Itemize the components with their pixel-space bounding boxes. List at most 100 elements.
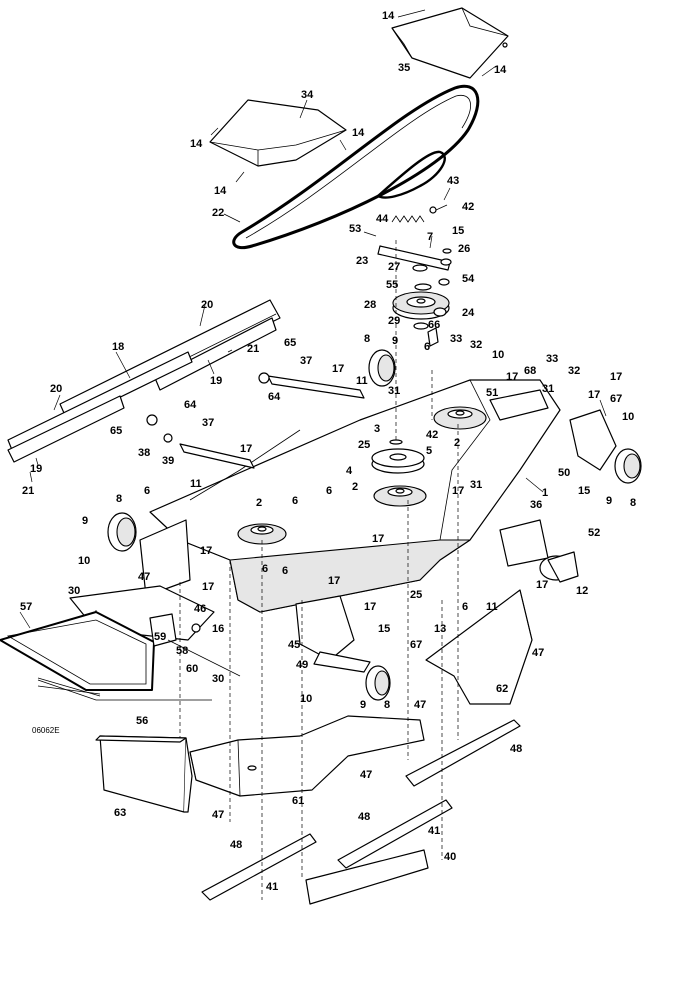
part-44-idler-spring — [391, 187, 451, 223]
callout-40: 40 — [444, 851, 456, 863]
callout-8: 8 — [116, 493, 122, 505]
callout-67: 67 — [410, 639, 422, 651]
callout-17: 17 — [240, 443, 252, 455]
callout-19: 19 — [30, 463, 42, 475]
part-28-idler-pulley — [392, 291, 450, 347]
part-22-drive-belt — [223, 84, 480, 249]
callout-4: 4 — [346, 465, 353, 477]
part-48-blade-left — [201, 833, 317, 901]
callout-11: 11 — [356, 375, 368, 387]
callout-17: 17 — [610, 371, 622, 383]
part-63-side-chute — [95, 735, 193, 813]
callout-42: 42 — [462, 201, 474, 213]
callout-61: 61 — [292, 795, 304, 807]
callout-26: 26 — [458, 243, 470, 255]
callout-38: 38 — [138, 447, 150, 459]
callout-14: 14 — [494, 64, 507, 76]
callout-64: 64 — [184, 399, 197, 411]
callout-47: 47 — [360, 769, 372, 781]
callout-8: 8 — [384, 699, 390, 711]
callout-29: 29 — [388, 315, 400, 327]
callout-66: 66 — [428, 319, 440, 331]
assembly-guide-lines — [179, 240, 459, 900]
callout-48: 48 — [510, 743, 522, 755]
callout-59: 59 — [154, 631, 166, 643]
callout-9: 9 — [606, 495, 612, 507]
callout-47: 47 — [414, 699, 426, 711]
callout-55: 55 — [386, 279, 398, 291]
callout-43: 43 — [447, 175, 459, 187]
callout-12: 12 — [576, 585, 588, 597]
callout-21: 21 — [247, 343, 259, 355]
callout-65: 65 — [284, 337, 296, 349]
callout-62: 62 — [496, 683, 508, 695]
callout-17: 17 — [200, 545, 212, 557]
callout-10: 10 — [622, 411, 634, 423]
callout-6: 6 — [262, 563, 268, 575]
callout-67: 67 — [610, 393, 622, 405]
part-8-anti-scalp-wheel-bottom — [365, 665, 391, 701]
callout-3: 3 — [374, 423, 380, 435]
callout-17: 17 — [202, 581, 214, 593]
callout-32: 32 — [568, 365, 580, 377]
callout-37: 37 — [300, 355, 312, 367]
part-12-deck-roller — [539, 551, 579, 583]
callout-1: 1 — [542, 487, 548, 499]
callout-47: 47 — [532, 647, 544, 659]
part-8-anti-scalp-wheel-left — [107, 512, 137, 552]
drawing-code: 06062E — [32, 726, 60, 735]
callout-9: 9 — [82, 515, 88, 527]
callout-10: 10 — [300, 693, 312, 705]
callout-32: 32 — [470, 339, 482, 351]
callout-31: 31 — [542, 383, 554, 395]
callout-48: 48 — [358, 811, 370, 823]
callout-17: 17 — [506, 371, 518, 383]
part-61-center-baffle — [189, 715, 425, 797]
part-35-belt-cover — [391, 7, 509, 79]
callout-22: 22 — [212, 207, 224, 219]
part-45-caster-bracket — [295, 595, 371, 673]
callout-68: 68 — [524, 365, 536, 377]
callout-20: 20 — [50, 383, 62, 395]
callout-14: 14 — [190, 138, 203, 150]
callout-9: 9 — [392, 335, 398, 347]
callout-10: 10 — [78, 555, 90, 567]
callout-53: 53 — [349, 223, 361, 235]
callout-31: 31 — [388, 385, 400, 397]
callout-18: 18 — [112, 341, 124, 353]
part-8-anti-scalp-wheel-right — [614, 448, 642, 484]
callout-47: 47 — [212, 809, 224, 821]
callout-35: 35 — [398, 62, 410, 74]
callout-16: 16 — [212, 623, 224, 635]
callout-14: 14 — [352, 127, 365, 139]
callout-17: 17 — [364, 601, 376, 613]
callout-47: 47 — [138, 571, 150, 583]
part-56-discharge-chute-assembly — [0, 585, 241, 701]
callout-13: 13 — [434, 623, 446, 635]
callout-34: 34 — [301, 89, 314, 101]
callout-5: 5 — [426, 445, 432, 457]
part-23-idler-arm — [363, 231, 452, 291]
callout-17: 17 — [588, 389, 600, 401]
callout-15: 15 — [378, 623, 390, 635]
part-8-anti-scalp-wheel-top — [368, 349, 396, 387]
callout-24: 24 — [462, 307, 475, 319]
callout-30: 30 — [212, 673, 224, 685]
part-36-roller-bracket — [499, 519, 549, 567]
callout-17: 17 — [452, 485, 464, 497]
callout-44: 44 — [376, 213, 389, 225]
callout-28: 28 — [364, 299, 376, 311]
callout-63: 63 — [114, 807, 126, 819]
callout-2: 2 — [454, 437, 460, 449]
callout-21: 21 — [22, 485, 34, 497]
callout-64: 64 — [268, 391, 281, 403]
callout-17: 17 — [332, 363, 344, 375]
callout-14: 14 — [214, 185, 227, 197]
callout-labels: 14 35 14 34 14 14 14 22 43 42 44 53 7 15… — [20, 10, 636, 893]
callout-41: 41 — [266, 881, 278, 893]
part-47-deflector-bracket — [139, 519, 191, 597]
callout-31: 31 — [470, 479, 482, 491]
callout-41: 41 — [428, 825, 440, 837]
callout-42: 42 — [426, 429, 438, 441]
callout-8: 8 — [364, 333, 370, 345]
